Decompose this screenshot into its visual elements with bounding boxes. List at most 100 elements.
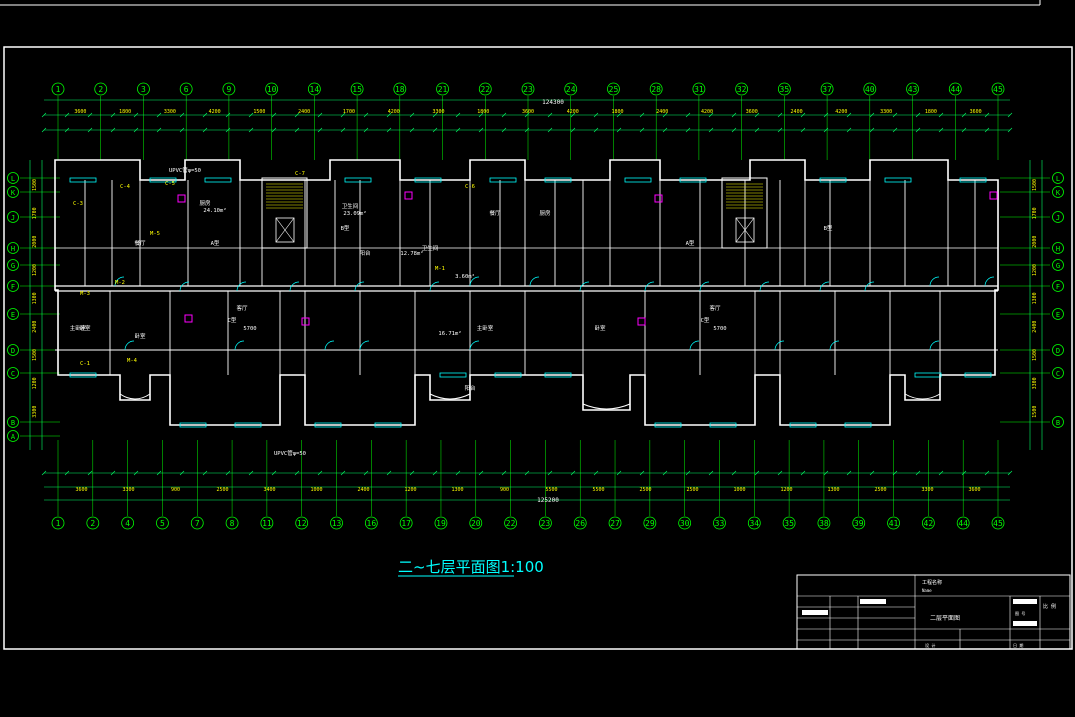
grid-bubble-bottom-23	[539, 516, 552, 530]
door-swing-20	[469, 340, 480, 351]
dim-tick-bottom-31	[754, 470, 760, 476]
grid-label-bottom-20: 20	[471, 519, 481, 528]
title-block-fill-1	[860, 599, 886, 604]
dim-tick-top-39	[938, 112, 944, 118]
dim-tick-top-9	[248, 112, 254, 118]
plumbing-fixture-1	[404, 191, 413, 200]
grid-label-left-A: A	[11, 433, 16, 441]
grid-label-left-K: K	[11, 189, 16, 197]
dim-tick-top-28	[685, 112, 691, 118]
dim-tick-top-11	[294, 112, 300, 118]
room-label-38: 16.71m²	[438, 330, 461, 337]
grid-bubble-right-J	[1052, 211, 1064, 223]
door-swing-21	[689, 340, 700, 351]
grid-label-top-35: 35	[780, 85, 790, 94]
dim-tick-top2-27	[662, 127, 668, 133]
window-south-9	[709, 422, 737, 428]
plumbing-fixture-0	[177, 194, 186, 203]
dim-tick-top-37	[892, 112, 898, 118]
dim-text-bottom-14: 1000	[733, 487, 745, 493]
grid-label-top-2: 2	[98, 85, 103, 94]
door-swing-0	[114, 276, 125, 287]
elevator-shaft-1	[735, 217, 755, 243]
grid-bubble-bottom-5	[156, 516, 169, 530]
grid-bubble-top-22	[478, 82, 492, 96]
dim-text-right-0: 1500	[1032, 179, 1038, 191]
dim-tick-top2-41	[984, 127, 990, 133]
dim-text-left-5: 2400	[32, 321, 38, 333]
room-label-20: C型	[701, 316, 710, 324]
dim-tick-top-1	[64, 112, 70, 118]
door-swing-3	[289, 281, 300, 292]
dim-tick-top2-37	[892, 127, 898, 133]
grid-label-right-B: B	[1056, 419, 1060, 427]
room-label-6: 卫生间	[342, 202, 359, 210]
dim-text-left-8: 3300	[32, 406, 38, 418]
dim-tick-top-13	[340, 112, 346, 118]
dim-tick-bottom-6	[179, 470, 185, 476]
grid-label-bottom-2: 2	[90, 519, 95, 528]
grid-bubble-left-C	[7, 367, 19, 379]
grid-label-bottom-17: 17	[401, 519, 411, 528]
grid-label-top-18: 18	[395, 85, 405, 94]
grid-label-left-J: J	[11, 214, 15, 222]
elevator-cross-b-1	[735, 217, 755, 243]
dim-text-top-6: 1700	[343, 109, 355, 115]
dim-text-top-8: 3300	[432, 109, 444, 115]
grid-label-bottom-33: 33	[715, 519, 725, 528]
door-swing-18	[324, 340, 335, 351]
dim-text-bottom-19: 3600	[968, 487, 980, 493]
door-swing-16	[124, 340, 135, 351]
door-swing-8	[579, 281, 590, 292]
door-swing-1	[179, 281, 190, 292]
room-label-14: 餐厅	[489, 209, 501, 217]
grid-label-bottom-26: 26	[575, 519, 585, 528]
dim-text-bottom-2: 900	[171, 487, 180, 493]
grid-bubble-top-37	[820, 82, 834, 96]
window-north-9	[819, 177, 847, 183]
grid-bubble-bottom-44	[956, 516, 970, 530]
grid-label-top-24: 24	[566, 85, 576, 94]
dim-tick-top2-29	[708, 127, 714, 133]
grid-label-bottom-45: 45	[993, 519, 1003, 528]
grid-label-bottom-41: 41	[889, 519, 899, 528]
dim-tick-top-10	[271, 112, 277, 118]
dim-tick-bottom-19	[478, 470, 484, 476]
dim-tick-bottom-11	[294, 470, 300, 476]
dim-tick-top2-32	[777, 127, 783, 133]
room-label-40: 23.09m²	[343, 210, 366, 217]
dim-tick-top-27	[662, 112, 668, 118]
grid-bubble-left-D	[7, 344, 19, 356]
grid-bubble-bottom-41	[887, 516, 900, 530]
grid-label-right-G: G	[1056, 262, 1060, 270]
dim-tick-top2-34	[823, 127, 829, 133]
elevator-shaft-0	[275, 217, 295, 243]
plumbing-fixture-3	[989, 191, 998, 200]
dim-text-right-2: 2000	[1032, 236, 1038, 248]
grid-label-top-31: 31	[694, 85, 704, 94]
dim-text-right-5: 2400	[1032, 321, 1038, 333]
grid-bubble-top-14	[307, 82, 321, 96]
dim-tick-top2-9	[248, 127, 254, 133]
dim-tick-bottom-21	[524, 470, 530, 476]
grid-label-bottom-44: 44	[958, 519, 968, 528]
window-north-4	[414, 177, 442, 183]
room-label-9: B型	[341, 224, 350, 232]
window-south-6	[494, 372, 522, 378]
plumbing-fixture-6	[184, 314, 193, 323]
door-swing-13	[864, 281, 875, 292]
dim-text-right-7: 3300	[1032, 377, 1038, 389]
room-label-27: M-3	[80, 291, 90, 297]
dim-tick-bottom-26	[639, 470, 645, 476]
room-label-24: C-6	[465, 184, 475, 190]
grid-label-bottom-29: 29	[645, 519, 655, 528]
dim-tick-bottom-1	[64, 470, 70, 476]
room-label-22: C-3	[73, 201, 83, 207]
door-swing-19	[359, 340, 370, 351]
dim-tick-top-36	[869, 112, 875, 118]
grid-bubble-left-B	[7, 416, 19, 428]
dim-text-bottom-18: 3300	[921, 487, 933, 493]
dim-tick-top-41	[984, 112, 990, 118]
